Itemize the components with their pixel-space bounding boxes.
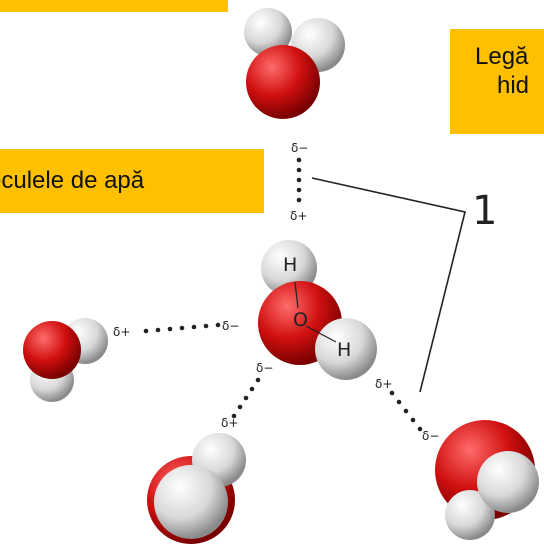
charge-delta-minus-center-bottom: δ− — [256, 361, 273, 375]
charge-delta-plus-left: δ+ — [113, 325, 130, 339]
charge-delta-minus-bottom-right: δ− — [422, 429, 439, 443]
callout-bracket-line — [311, 177, 466, 393]
callout-water-molecules: eculele de apă — [0, 149, 264, 213]
hydrogen-atom — [244, 8, 292, 56]
callout-hydrogen-bonds: Legă hid — [450, 29, 544, 134]
charge-delta-minus-top: δ− — [291, 141, 308, 155]
hydrogen-bond-bottom-right — [389, 390, 423, 432]
water-molecule-top — [244, 8, 345, 119]
charge-delta-plus-center-right: δ+ — [375, 377, 392, 391]
atom-label-h-right: H — [337, 339, 351, 361]
hydrogen-atom — [477, 451, 539, 513]
callout-hbond-line1: Legă — [475, 43, 529, 70]
hydrogen-atom — [154, 465, 228, 539]
callout-hbond-line2: hid — [497, 71, 530, 99]
hydrogen-bond-top — [296, 157, 302, 203]
oxygen-atom — [23, 321, 81, 379]
covalent-bond — [305, 325, 337, 343]
water-molecule-left — [23, 318, 108, 402]
callout-box-top — [0, 0, 228, 12]
hydrogen-atom — [315, 318, 377, 380]
atom-label-o: O — [293, 309, 308, 331]
hydrogen-bond-left — [143, 322, 221, 334]
water-molecule-bottom-right — [435, 420, 539, 540]
charge-delta-plus-bottom-left: δ+ — [221, 416, 238, 430]
hydrogen-bond-bottom-left — [231, 377, 261, 419]
charge-delta-minus-center-left: δ− — [222, 319, 239, 333]
oxygen-atom — [246, 45, 320, 119]
covalent-bond — [294, 281, 299, 309]
atom-label-h-top: H — [283, 254, 297, 276]
hydrogen-atom — [445, 490, 495, 540]
water-molecule-center — [258, 240, 377, 380]
water-molecule-bottom-left — [147, 433, 246, 544]
callout-number-label: 1 — [472, 188, 497, 234]
charge-delta-plus-center-top: δ+ — [290, 209, 307, 223]
